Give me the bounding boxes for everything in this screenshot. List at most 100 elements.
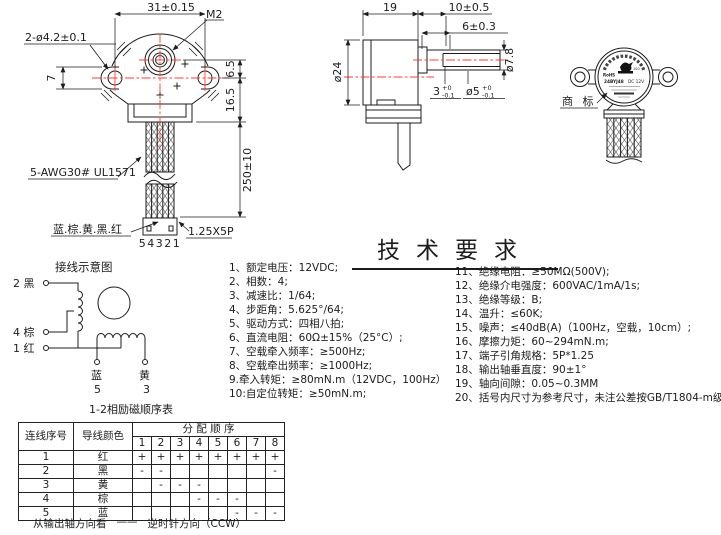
seq-cell: -	[246, 506, 266, 521]
trademark-caption: 商 标	[562, 94, 597, 108]
seq-cell	[227, 464, 247, 479]
tm-right-ear	[658, 67, 678, 87]
wire-black	[48, 282, 79, 291]
seq-cell	[265, 478, 285, 493]
seq-cell: +	[265, 450, 285, 465]
seq-cell	[265, 492, 285, 507]
wire-no: 2	[18, 464, 74, 479]
table-row: 2 黑 - - -	[18, 464, 285, 479]
table-step-row: 1 2 3 4 5 6 7 8	[19, 436, 285, 451]
tech-item: 7、空载牵入频率：≥500Hz;	[229, 346, 366, 358]
tech-item: 20、括号内尺寸为参考尺寸，未注公差按GB/T1804-m级。	[455, 392, 721, 404]
tech-item: 13、绝缘等级：B;	[455, 294, 543, 306]
tech-item: 16、摩擦力矩：60~294mN.m;	[455, 336, 609, 348]
seq-cell	[246, 492, 266, 507]
tm-cable	[606, 117, 642, 158]
screw-cross-marks	[140, 60, 189, 99]
tm-ear-tabs	[588, 69, 660, 85]
coil-vertical	[77, 290, 83, 332]
header-wire-color: 导线颜色	[73, 422, 133, 451]
dim-body-dia-text: ø24	[331, 62, 344, 83]
tm-microtext-lines	[609, 86, 640, 98]
seq-cell: +	[170, 450, 190, 465]
tech-item: 4、步距角：5.625°/64;	[229, 304, 344, 316]
tm-left-ear	[570, 67, 590, 87]
seq-cell: -	[227, 492, 247, 507]
seq-cell: -	[151, 464, 171, 479]
tech-requirements-title: 技术要求	[352, 231, 558, 270]
table-footnote: 从输出轴方向看 —— 逆时针方向（CCW）	[33, 516, 246, 531]
wire-spec-text: 5-AWG30# UL1571	[30, 166, 136, 179]
label-red: 1 红	[13, 342, 35, 355]
tm-rohs-text: RoHS	[603, 73, 615, 78]
seq-cell	[132, 478, 152, 493]
tech-item: 19、轴向间隙：0.05~0.3MM	[455, 378, 599, 390]
dim-tip-dia-text: ø7.8	[503, 48, 516, 72]
wiring-title: 接线示意图	[55, 260, 113, 274]
tech-item: 9.牵入转矩：≥80mN.m（12VDC，100Hz）	[229, 374, 447, 386]
seq-cell: -	[151, 478, 171, 493]
shaft	[426, 49, 501, 71]
dim-shaft-length-text: 10±0.5	[449, 1, 490, 14]
cable-break-lower	[145, 179, 178, 188]
tech-item: 6、直流电阻：60Ω±15%（25°C）;	[229, 332, 403, 344]
seq-cell: -	[265, 464, 285, 479]
cable-break-upper	[143, 171, 176, 180]
connector	[142, 217, 178, 236]
seq-cell: -	[208, 492, 228, 507]
shaft-tol-top: +0	[482, 84, 492, 92]
tm-can-outline	[594, 47, 654, 107]
front-dimensions	[24, 11, 246, 239]
seq-cell	[170, 492, 190, 507]
wire-no: 1	[18, 450, 74, 465]
tech-item: 3、减速比：1/64;	[229, 290, 316, 302]
wire-color: 黄	[73, 478, 133, 493]
tech-item: 12、绝缘介电强度：600VAC/1mA/1s;	[455, 280, 641, 292]
tech-item: 5、驱动方式：四相八拍;	[229, 318, 345, 330]
excitation-sequence-table: 连线序号 导线颜色 分 配 顺 序 1 2 3 4 5 6 7 8 1 红 + …	[18, 422, 285, 521]
wire-blue-yellow	[96, 338, 146, 360]
step-label: 4	[189, 436, 209, 451]
tech-item: 14、温升：≤60K;	[455, 308, 543, 320]
shaft-value: ø5	[466, 85, 480, 98]
tm-cable-torn-edge	[605, 158, 643, 164]
label-yellow: 黄	[139, 368, 150, 382]
seq-cell: -	[189, 492, 209, 507]
table-row: 4 棕 - - -	[18, 492, 285, 507]
seq-cell: +	[208, 450, 228, 465]
dim-width-text: 31±0.15	[147, 1, 195, 14]
seq-cell: +	[151, 450, 171, 465]
label-blue-num: 5	[94, 383, 101, 396]
dim-body-height-text: 16.5	[224, 88, 237, 113]
flat-value: 3	[433, 85, 440, 98]
tm-label-outline	[597, 50, 651, 104]
header-wire-no: 连线序号	[18, 422, 74, 451]
right-ear-tab	[201, 66, 220, 90]
seq-cell	[132, 492, 152, 507]
bird-logo-icon	[618, 62, 633, 74]
pin-numbers-text: 54321	[139, 237, 182, 250]
tech-item: 8、空载牵出频率：≥1000Hz;	[229, 360, 373, 372]
wire-no: 3	[18, 478, 74, 493]
tm-voltage-text: DC 12V	[628, 79, 644, 85]
wiring-texts: 接线示意图 2 黑 4 棕 1 红 蓝 5 黄 3	[13, 260, 150, 396]
seq-cell: -	[170, 478, 190, 493]
tm-curved-company-text	[602, 54, 646, 71]
tech-item: 1、额定电压：12VDC;	[229, 262, 339, 274]
dim-shaft-tolerance: ø5 +0 -0.1	[466, 84, 495, 100]
label-yellow-num: 3	[143, 383, 150, 396]
seq-cell: -	[132, 464, 152, 479]
seq-cell: +	[227, 450, 247, 465]
shaft-tol-bot: -0.1	[482, 92, 495, 100]
table-row: 1 红 + + + + + + + +	[18, 450, 285, 465]
tech-requirements-right-list: 11、绝缘电阻：≥50MΩ(500V); 12、绝缘介电强度：600VAC/1m…	[455, 265, 721, 405]
footnote-view-direction: 从输出轴方向看	[33, 518, 107, 530]
step-label: 2	[151, 436, 171, 451]
wire-color: 红	[73, 450, 133, 465]
flat-tol-top: +0	[442, 84, 452, 92]
side-dimension-texts: 19 10±0.5 6±0.3 ø24 ø7.8 3 +0 -0.1 ø5 +0…	[331, 1, 516, 100]
front-dimension-texts: 31±0.15 M2 2-ø4.2±0.1 7 6.5 16.5 250±10 …	[25, 1, 254, 250]
label-brown: 4 棕	[13, 325, 35, 339]
header-sequence: 分 配 顺 序	[132, 422, 285, 437]
side-wire	[397, 123, 411, 171]
